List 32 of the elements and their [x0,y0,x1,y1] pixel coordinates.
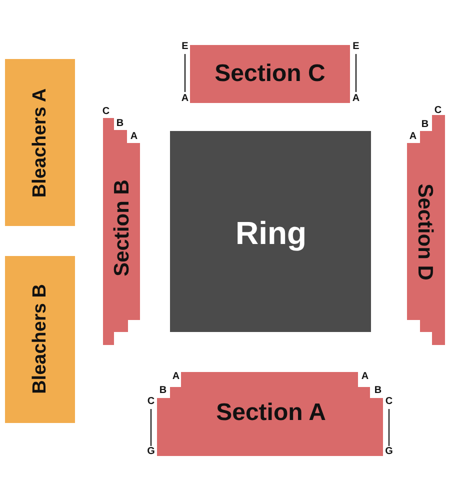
row-letter: G [385,447,393,457]
section-name: Section C [214,62,326,86]
boxing-ring [170,131,371,332]
bleachers-section [5,59,75,226]
section-name: Section B [112,180,132,276]
row-letter: A [172,372,180,382]
row-letter: C [147,397,155,407]
bleachers-name: Bleachers A [30,88,50,198]
ring-label: Ring [235,217,307,249]
row-letter: E [352,42,360,52]
row-letter: G [147,447,155,457]
row-letter: A [130,132,138,142]
bleachers-section [5,256,75,423]
seating-section [103,118,140,345]
row-letter: A [409,132,417,142]
row-letter: B [116,119,124,129]
bleachers-name: Bleachers B [30,284,50,394]
seating-section [157,372,383,456]
row-letter: A [352,94,360,104]
row-letter: B [421,120,429,130]
seating-section [190,45,350,103]
seating-section [407,115,445,345]
section-name: Section D [414,184,436,280]
row-letter: B [374,386,382,396]
row-letter: C [385,397,393,407]
row-letter: E [182,42,188,52]
row-letter: A [361,372,369,382]
row-letter: A [181,94,189,104]
section-name: Section A [216,401,326,425]
row-letter: B [159,386,167,396]
row-letter: C [102,107,110,117]
row-letter: C [434,106,442,116]
